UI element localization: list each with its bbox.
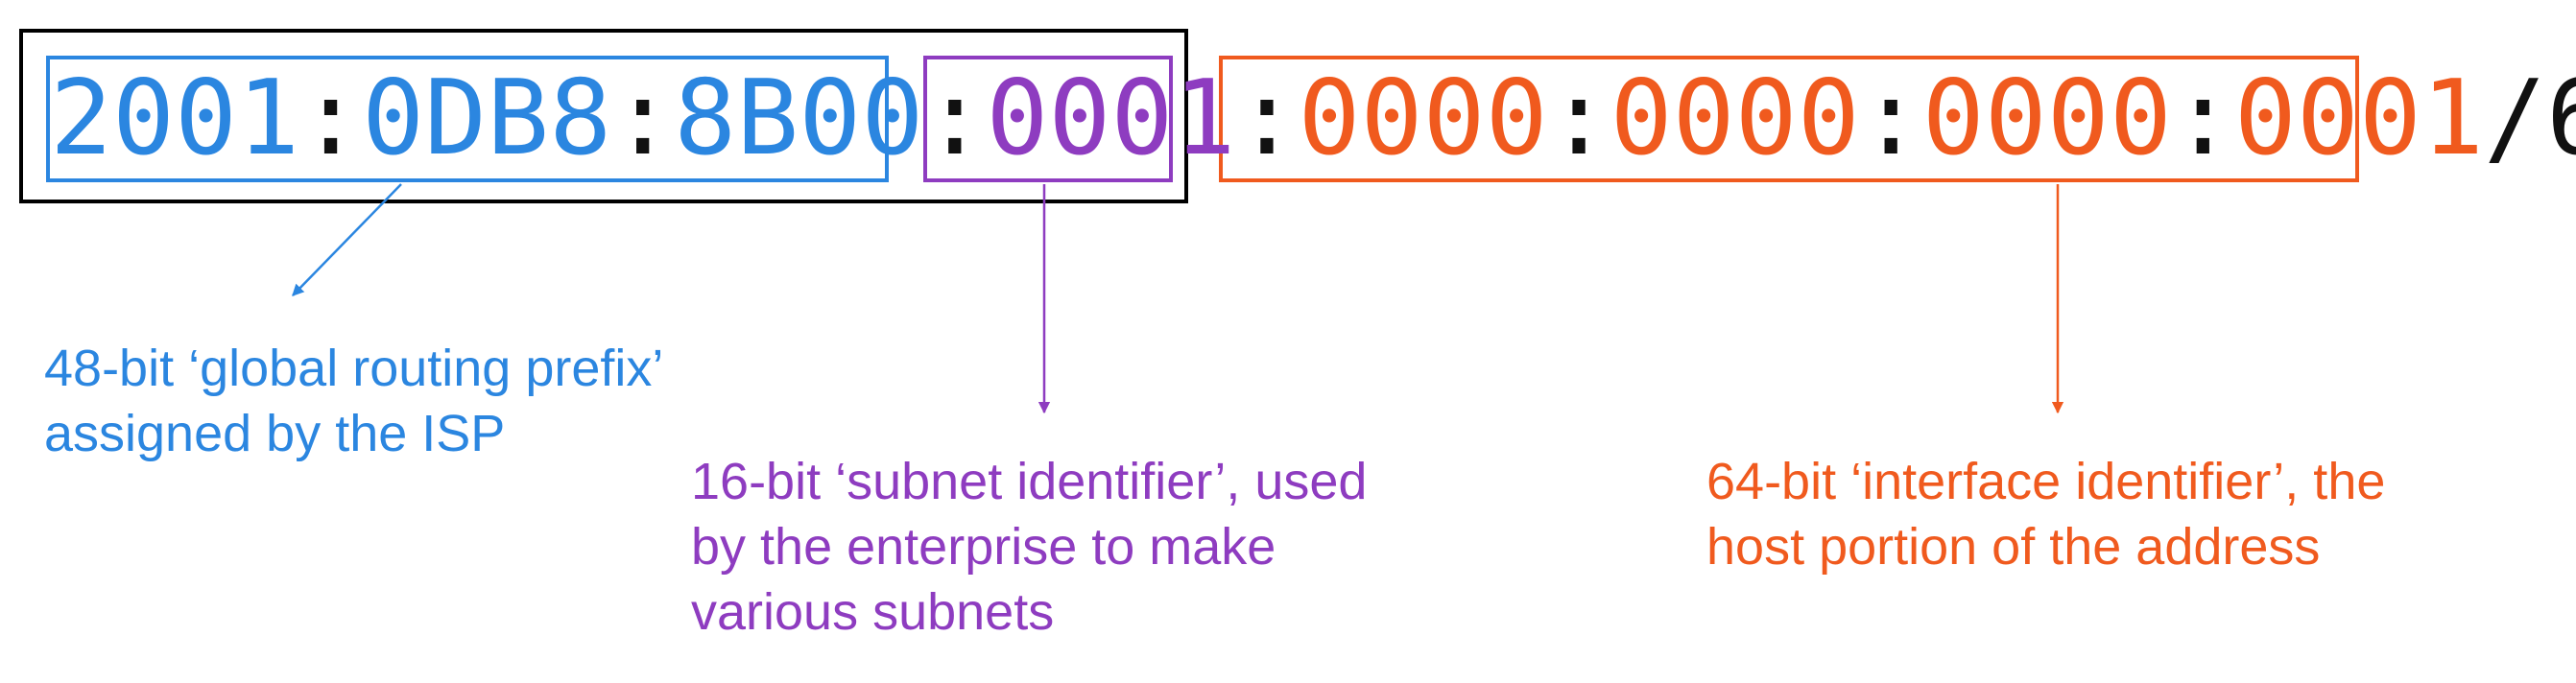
separator: : <box>1860 59 1922 178</box>
prefix-label-line-1: 48-bit ‘global routing prefix’ <box>44 340 661 397</box>
prefix-group-2: 0DB8 <box>362 59 611 178</box>
interface-identifier-box <box>1219 56 2359 182</box>
separator: : <box>1235 59 1298 178</box>
interface-label-line-1: 64-bit ‘interface identifier’, the <box>1706 453 2385 510</box>
ipv6-address: 2001:0DB8:8B00:0001:0000:0000:0000:0001/… <box>50 59 2576 178</box>
prefix-arrow <box>292 183 402 296</box>
interface-group-1: 0000 <box>1299 59 1548 178</box>
separator: : <box>1548 59 1610 178</box>
separator: : <box>923 59 986 178</box>
global-routing-prefix-box <box>46 56 889 182</box>
separator: : <box>611 59 674 178</box>
separator: : <box>299 59 362 178</box>
network-portion-outline <box>19 29 1188 203</box>
subnet-identifier-box <box>923 56 1173 182</box>
subnet-label: 16-bit ‘subnet identifier’, used by the … <box>691 453 1381 641</box>
interface-group-4: 0001 <box>2234 59 2484 178</box>
separator: : <box>2172 59 2234 178</box>
subnet-group: 0001 <box>986 59 1235 178</box>
interface-label-line-2: host portion of the address <box>1706 518 2320 576</box>
interface-group-2: 0000 <box>1610 59 1860 178</box>
subnet-label-line-2: by the enterprise to make <box>691 518 1276 576</box>
interface-group-3: 0000 <box>1922 59 2172 178</box>
prefix-label-line-2: assigned by the ISP <box>44 405 505 462</box>
prefix-group-3: 8B00 <box>674 59 923 178</box>
prefix-label: 48-bit ‘global routing prefix’ assigned … <box>44 340 676 462</box>
prefix-group-1: 2001 <box>50 59 299 178</box>
subnet-label-line-3: various subnets <box>691 583 1054 641</box>
interface-label: 64-bit ‘interface identifier’, the host … <box>1706 453 2399 576</box>
prefix-length: /64 <box>2484 59 2576 178</box>
subnet-label-line-1: 16-bit ‘subnet identifier’, used <box>691 453 1367 510</box>
